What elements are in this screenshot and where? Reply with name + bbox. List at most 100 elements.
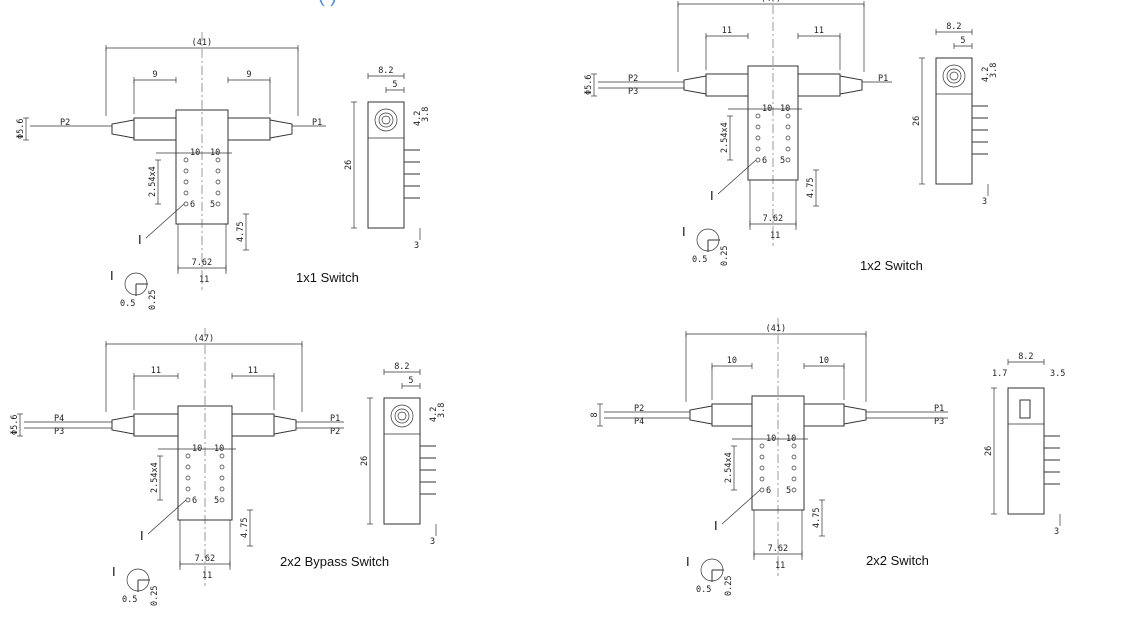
port-label-left-2: P3	[628, 87, 638, 97]
seg-right-dim-label: 11	[248, 366, 258, 376]
side-height-dim-label: 26	[360, 456, 370, 466]
right-sleeve	[797, 73, 841, 97]
port-label-left-1: P2	[60, 118, 70, 128]
base-width2-label: 11	[202, 571, 212, 581]
pin-left-4	[759, 476, 765, 482]
side-height-dim-label: 26	[984, 446, 994, 456]
pin-right-2	[215, 168, 221, 174]
callout-leader	[721, 489, 761, 525]
pin-left-5	[755, 157, 761, 163]
side-extra-left-label: 1.7	[992, 369, 1007, 379]
overall-dim-label: (47)	[761, 0, 781, 4]
pin-label-bot-right: 5	[214, 496, 219, 506]
side-width-dim-label: 8.2	[394, 362, 409, 372]
pin-left-3	[183, 179, 189, 185]
pin-right-3	[219, 475, 225, 481]
seg-left-dim-label: 11	[151, 366, 161, 376]
seg-right-dim-label: 11	[814, 26, 824, 36]
pin-left-4	[755, 146, 761, 152]
side-port-outer	[374, 108, 398, 132]
pin-label-bot-left: 6	[192, 496, 197, 506]
port-label-left-2: P3	[54, 427, 64, 437]
right-sleeve	[803, 403, 845, 427]
overall-dim-label: (41)	[766, 324, 786, 334]
side-v2-label: 3.8	[437, 403, 447, 418]
pin-right-1	[219, 453, 225, 459]
port-label-left-1: P2	[628, 74, 638, 84]
side-port-mid	[946, 68, 962, 84]
side-width-dim-label: 8.2	[1018, 352, 1033, 362]
pin-right-5	[785, 157, 791, 163]
side-width2-dim-label: 5	[392, 80, 397, 90]
pin-label-bot-left: 6	[762, 156, 767, 166]
pin-right-5	[791, 487, 797, 493]
pin-length-dim-label: 4.75	[240, 518, 250, 538]
pin-right-4	[791, 476, 797, 482]
pin-length-dim-label: 4.75	[806, 178, 816, 198]
pin-length-dim-label: 4.75	[236, 222, 246, 242]
pin-left-1	[183, 157, 189, 163]
callout-label: I	[710, 188, 714, 203]
pin-right-1	[785, 113, 791, 119]
right-sleeve	[227, 117, 271, 141]
detail-dim-b: 0.25	[148, 290, 158, 310]
panel-caption: 2x2 Bypass Switch	[280, 554, 389, 569]
switch-body	[751, 395, 805, 511]
pin-right-4	[219, 486, 225, 492]
pitch-dim-label: 2.54x4	[724, 452, 734, 483]
pin-right-5	[219, 497, 225, 503]
diameter-dim-label: Φ5.6	[16, 119, 26, 139]
side-port-inner	[397, 411, 407, 421]
port-label-right-1: P1	[934, 404, 944, 414]
left-taper	[689, 405, 713, 425]
panel-caption: 1x2 Switch	[860, 258, 923, 273]
pin-label-bot-right: 5	[210, 200, 215, 210]
side-pin-label: 3	[414, 241, 419, 251]
diameter-dim-label: Φ5.6	[10, 415, 20, 435]
right-taper	[273, 415, 297, 435]
side-port-outer	[942, 64, 966, 88]
side-v1-label: 4.2	[981, 67, 991, 82]
detail-label: I	[110, 268, 114, 283]
right-taper	[269, 119, 293, 139]
side-view-body	[367, 101, 405, 229]
pin-left-4	[183, 190, 189, 196]
panel-2: (47)1111P2P3P1Φ5.61010652.54x47.62114.75…	[584, 0, 999, 273]
pin-left-5	[183, 201, 189, 207]
seg-left-dim-label: 10	[727, 356, 737, 366]
base-width-dim-label: 7.62	[768, 544, 788, 554]
seg-left-dim-label: 9	[152, 70, 157, 80]
side-height-dim-label: 26	[912, 116, 922, 126]
detail-dim-a: 0.5	[692, 255, 707, 265]
pin-left-3	[185, 475, 191, 481]
side-v1-label: 4.2	[429, 407, 439, 422]
pin-right-2	[791, 454, 797, 460]
right-taper	[843, 405, 867, 425]
port-label-right-2: P3	[934, 417, 944, 427]
port-label-right-1: P1	[312, 118, 322, 128]
left-taper	[683, 75, 707, 95]
panel-caption: 1x1 Switch	[296, 270, 359, 285]
right-taper	[839, 75, 863, 95]
pitch-dim-label: 2.54x4	[720, 122, 730, 153]
side-view-connector	[1019, 399, 1031, 419]
pin-left-1	[185, 453, 191, 459]
port-label-left-2: P4	[634, 417, 644, 427]
pin-left-2	[755, 124, 761, 130]
diameter-dim-label: Φ5.6	[584, 75, 594, 95]
pin-label-bot-right: 5	[780, 156, 785, 166]
side-pin-label: 3	[1054, 527, 1059, 537]
side-view-body	[383, 397, 421, 525]
side-width-dim-label: 8.2	[378, 66, 393, 76]
detail-label: I	[682, 224, 686, 239]
pin-length-dim-label: 4.75	[812, 508, 822, 528]
side-v2-label: 3.8	[989, 63, 999, 78]
side-pin-label: 3	[982, 197, 987, 207]
pin-right-1	[215, 157, 221, 163]
switch-body	[175, 109, 229, 225]
side-port-inner	[381, 115, 391, 125]
detail-dim-a: 0.5	[122, 595, 137, 605]
left-sleeve	[133, 413, 179, 437]
pin-left-5	[759, 487, 765, 493]
